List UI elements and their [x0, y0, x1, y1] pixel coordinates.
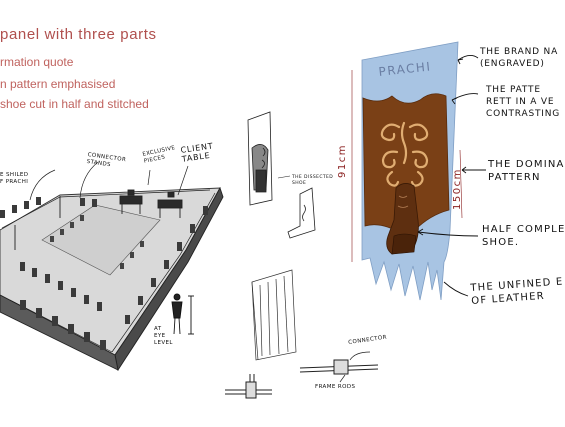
leather-panel [352, 42, 462, 300]
annotation-pattern-contrast: THE PATTE RETT IN A VE CONTRASTING [486, 84, 560, 120]
annotation-half-shoe: HALF COMPLE SHOE. [482, 223, 565, 249]
label-shield-of-prachi: E SHILED F PRACHI [0, 172, 28, 186]
room-sketch [0, 162, 223, 370]
label-frame-rods: FRAME RODS [315, 384, 355, 391]
label-dissected-shoe: THE DISSECTED SHOE [292, 175, 333, 187]
height-dimension-label: 91cm [337, 144, 348, 178]
width-dimension-label: 150cm [452, 168, 463, 210]
label-at-eye-level: AT EYE LEVEL [154, 326, 173, 347]
annotation-brand-name: THE BRAND NA (ENGRAVED) [480, 46, 558, 70]
human-figures [172, 294, 194, 334]
curtain-frame-sketch [252, 270, 296, 360]
annotation-dominant-pattern: THE DOMINA PATTERN [488, 158, 565, 184]
frame-rods [225, 352, 378, 398]
